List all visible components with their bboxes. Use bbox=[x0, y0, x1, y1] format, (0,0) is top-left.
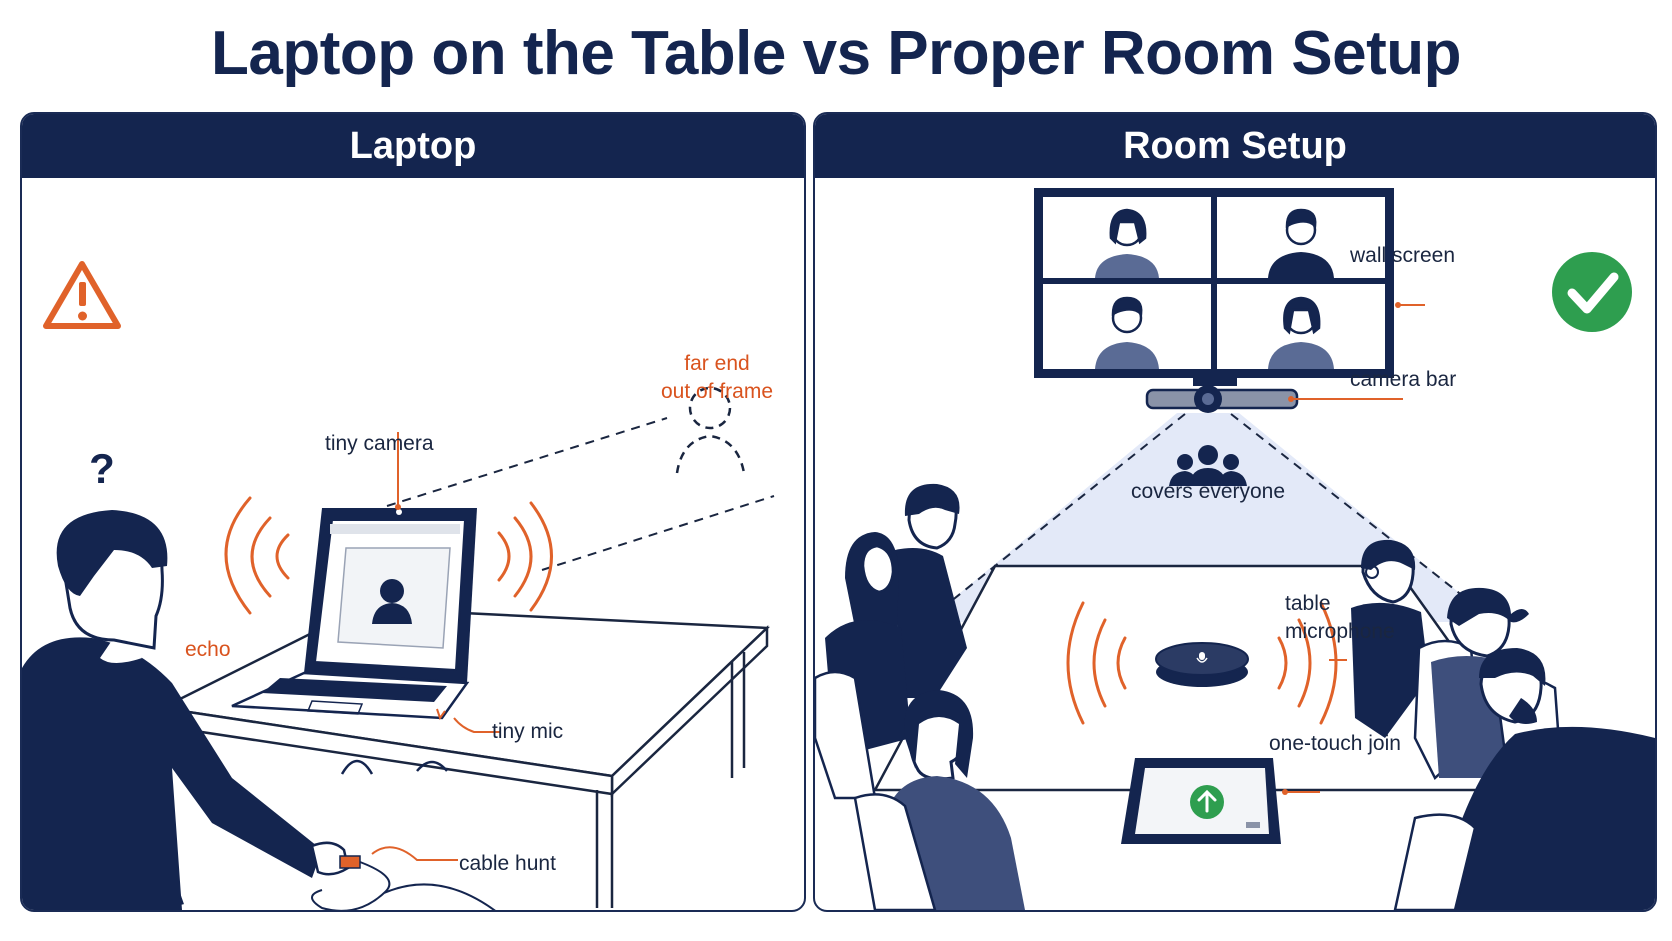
wall-screen-icon bbox=[1034, 188, 1394, 386]
tiny-camera-label: tiny camera bbox=[325, 432, 434, 455]
room-setup-panel: Room Setup bbox=[813, 112, 1657, 912]
table-microphone-label-text: table microphone bbox=[1285, 592, 1395, 643]
microphone-waves-left-icon bbox=[1066, 601, 1127, 725]
group-people-icon bbox=[1169, 445, 1247, 486]
echo-label: echo bbox=[185, 638, 231, 661]
attendees-left-illustration bbox=[815, 483, 1025, 910]
laptop-panel-header: Laptop bbox=[22, 114, 804, 178]
laptop-panel: Laptop bbox=[20, 112, 806, 912]
echo-waves-left-icon bbox=[224, 496, 290, 615]
wall-screen-label: wall screen bbox=[1350, 244, 1456, 267]
camera-bar-label: camera bar bbox=[1350, 368, 1457, 391]
far-end-label: far end out of frame bbox=[642, 350, 792, 406]
table-microphone-label: table microphone bbox=[1285, 590, 1395, 646]
one-touch-join-label: one-touch join bbox=[1269, 732, 1401, 755]
cable-plug-icon bbox=[311, 846, 496, 910]
microphone-waves-right-icon bbox=[1277, 601, 1338, 725]
laptop-illustration: ? bbox=[22, 261, 775, 910]
room-setup-illustration bbox=[815, 188, 1655, 910]
room-setup-panel-header: Room Setup bbox=[815, 114, 1655, 178]
attendees-right-illustration bbox=[1351, 539, 1655, 910]
cable-hunt-label: cable hunt bbox=[459, 852, 556, 875]
out-of-frame-person-icon bbox=[675, 386, 746, 474]
touch-panel-icon bbox=[1121, 758, 1281, 844]
covers-everyone-label: covers everyone bbox=[1130, 480, 1286, 503]
table-microphone-icon bbox=[1155, 642, 1249, 687]
laptop-illustration-device bbox=[231, 508, 477, 721]
tiny-mic-label: tiny mic bbox=[492, 720, 564, 743]
warning-triangle-icon bbox=[43, 261, 121, 329]
confusion-question-mark: ? bbox=[89, 445, 115, 492]
page-title: Laptop on the Table vs Proper Room Setup bbox=[211, 19, 1461, 88]
check-circle-icon bbox=[1552, 252, 1632, 332]
far-end-label-text: far end out of frame bbox=[660, 352, 774, 403]
echo-waves-right-icon bbox=[497, 501, 553, 612]
seated-person-illustration bbox=[22, 510, 350, 910]
camera-bar-icon bbox=[1145, 385, 1299, 413]
